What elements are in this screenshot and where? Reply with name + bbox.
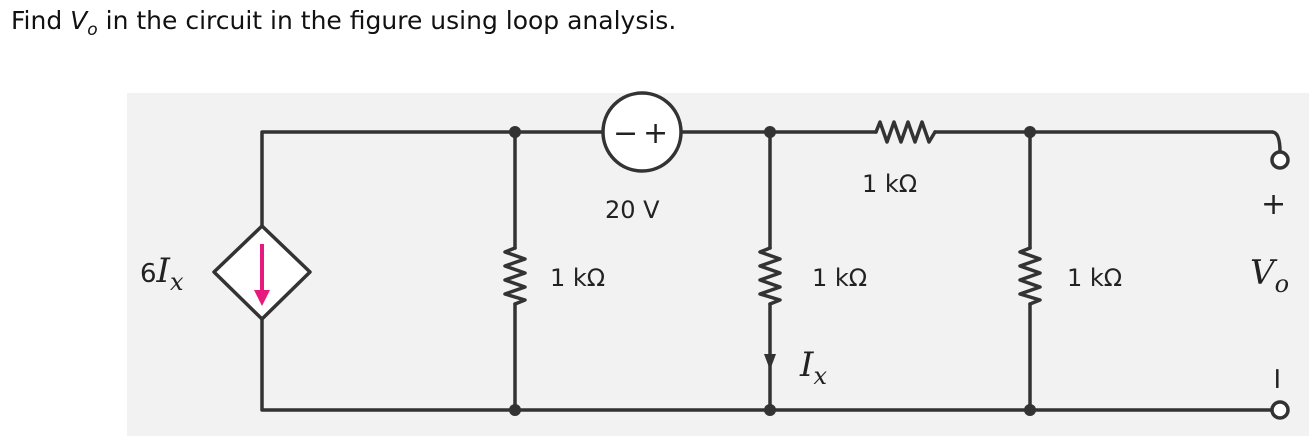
- resistor-3-label: 1 kΩ: [1067, 264, 1122, 292]
- output-terminal-bottom: [1270, 400, 1290, 420]
- dep-coeff: 6: [140, 259, 157, 289]
- resistor-top: [874, 120, 937, 144]
- current-sub: x: [813, 362, 827, 390]
- dep-source-label: 6Ix: [140, 251, 184, 296]
- dependent-source-arrow: [254, 244, 270, 306]
- problem-var-sub: o: [87, 20, 98, 40]
- resistor-2: [758, 246, 782, 306]
- problem-prefix: Find: [11, 6, 71, 35]
- resistor-1: [503, 246, 527, 306]
- terminal-top-lead: [1271, 130, 1282, 153]
- voltage-source: [601, 91, 683, 173]
- problem-var: V: [70, 6, 88, 35]
- source-minus: −: [613, 116, 638, 151]
- source-label: 20 V: [605, 196, 660, 224]
- source-plus: +: [643, 116, 668, 151]
- output-plus: +: [1261, 187, 1286, 222]
- problem-suffix: in the circuit in the figure using loop …: [97, 6, 677, 35]
- output-minus: −: [1260, 366, 1295, 391]
- output-sub: o: [1275, 270, 1289, 298]
- resistor-2-label: 1 kΩ: [812, 264, 867, 292]
- bottom-wire: [260, 317, 1274, 412]
- node-bottom-2: [764, 404, 776, 416]
- resistor-top-label: 1 kΩ: [862, 170, 917, 198]
- resistor-3: [1018, 246, 1042, 306]
- dep-var: I: [156, 251, 171, 291]
- problem-statement: Find Vo in the circuit in the figure usi…: [11, 6, 676, 40]
- node-top-1: [509, 126, 521, 138]
- dep-sub: x: [170, 268, 184, 296]
- node-bottom-1: [509, 404, 521, 416]
- node-top-3: [1024, 126, 1036, 138]
- current-arrow: [764, 354, 776, 370]
- node-bottom-3: [1024, 404, 1036, 416]
- output-var: V: [1250, 253, 1278, 293]
- current-var: I: [799, 345, 814, 385]
- output-label: Vo: [1250, 253, 1289, 298]
- current-label: Ix: [799, 345, 827, 390]
- node-top-2: [764, 126, 776, 138]
- output-terminal-top: [1270, 150, 1290, 170]
- resistor-1-label: 1 kΩ: [550, 264, 605, 292]
- circuit-background: [127, 93, 1309, 436]
